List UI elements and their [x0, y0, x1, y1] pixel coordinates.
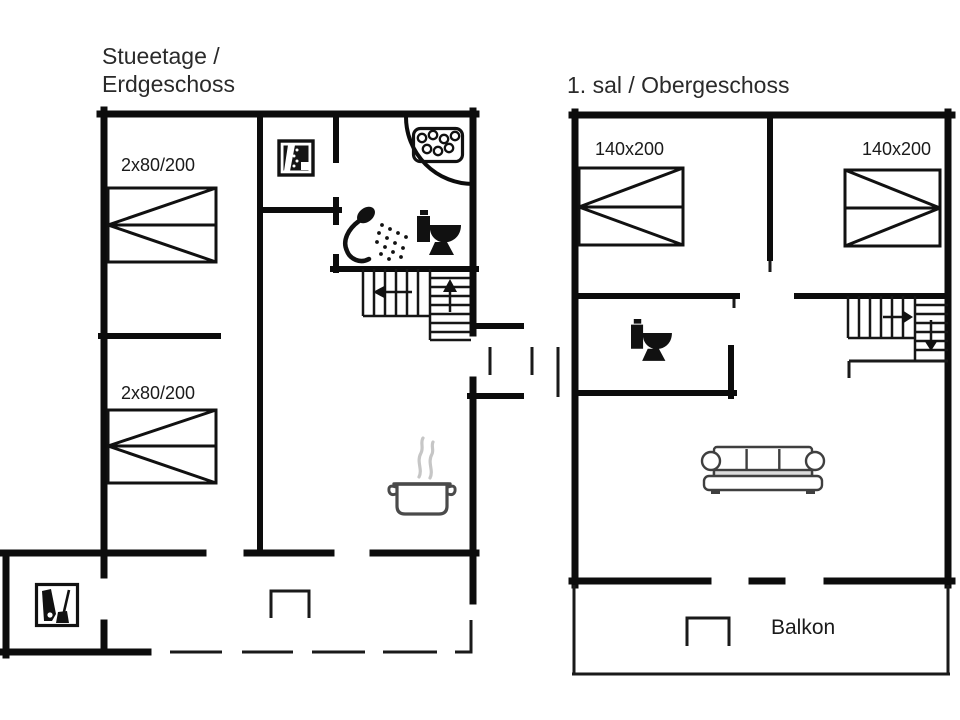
upper-floor-plan: [568, 108, 956, 676]
shower-icon: [342, 206, 408, 264]
bed-icon: [843, 168, 942, 248]
terrace-table-icon: [269, 589, 311, 618]
upper-floor-title: 1. sal / Obergeschoss: [567, 72, 790, 98]
ground-floor-walls: [0, 106, 524, 659]
bed-size-label: 140x200: [862, 139, 932, 159]
balcony-label: Balkon: [771, 616, 836, 639]
bed-size-label: 2x80/200: [121, 155, 196, 175]
toilet-icon: [631, 319, 672, 361]
entrance-step-marks: [488, 347, 560, 397]
bed-icon: [106, 186, 218, 264]
upper-floor-walls: [568, 108, 956, 589]
toilet-icon: [417, 210, 461, 255]
bed-size-label: 140x200: [595, 139, 665, 159]
corner-enclosure-arc: [404, 116, 474, 186]
garden-tools-icon: [34, 582, 80, 628]
cooking-pot-icon: [387, 436, 457, 516]
balcony-table-icon: [685, 616, 731, 646]
ground-floor-plan: [0, 106, 560, 659]
sofa-icon: [700, 445, 826, 494]
ground-floor-title-line2: Erdgeschoss: [102, 71, 235, 97]
whirlpool-corner-icon: [411, 126, 465, 164]
balcony-outline: [572, 585, 950, 676]
appliance-icon: [277, 139, 315, 177]
upper-floor-wall-ticks: [732, 261, 948, 378]
bed-size-label: 2x80/200: [121, 383, 196, 403]
bed-icon: [106, 408, 218, 485]
ground-floor-title-line1: Stueetage /: [102, 43, 220, 69]
staircase-down-icon: [846, 296, 948, 361]
bed-icon: [577, 166, 685, 247]
staircase-up-icon: [361, 269, 471, 342]
terrace-dashed-boundary: [170, 620, 473, 654]
